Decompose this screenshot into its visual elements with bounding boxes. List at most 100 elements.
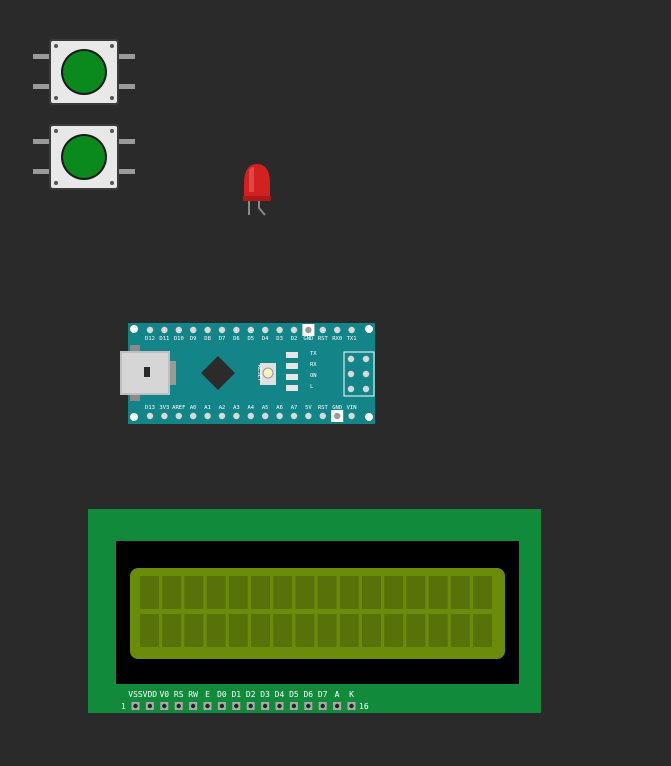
svg-text:D8: D8 — [204, 336, 211, 342]
svg-text:D6: D6 — [303, 690, 313, 699]
pin-vin[interactable]: VIN — [347, 405, 357, 420]
lcd-cell — [295, 576, 315, 609]
pin-rx0[interactable]: RX0 — [332, 326, 342, 342]
icsp-pin[interactable] — [347, 370, 355, 378]
pin-d9[interactable]: D9 — [190, 326, 197, 342]
svg-text:VIN: VIN — [347, 405, 357, 411]
pin-d3[interactable]: D3 — [276, 326, 283, 342]
svg-text:A3: A3 — [233, 405, 240, 411]
pin-d2[interactable]: D2 — [291, 326, 298, 342]
lcd-cell — [206, 614, 226, 647]
pin-3v3[interactable]: 3V3 — [159, 405, 169, 420]
svg-text:D13: D13 — [145, 405, 155, 411]
pin-d8[interactable]: D8 — [204, 326, 211, 342]
lcd-pin-rw[interactable]: RW — [188, 690, 198, 710]
pin-d11[interactable]: D11 — [159, 326, 169, 342]
pin-a2[interactable]: A2 — [219, 405, 226, 420]
lcd-pin-d0[interactable]: D0 — [217, 690, 227, 710]
pin-d6[interactable]: D6 — [233, 326, 240, 342]
pin-a3[interactable]: A3 — [233, 405, 240, 420]
svg-text:VDD: VDD — [143, 690, 158, 699]
lcd-pin-vss[interactable]: VSS — [128, 690, 143, 710]
lcd-pin-d3[interactable]: D3 — [260, 690, 270, 710]
pushbutton-2[interactable] — [33, 123, 135, 191]
lcd-cell — [450, 576, 470, 609]
lcd-pin-d2[interactable]: D2 — [246, 690, 256, 710]
led-label-on: ON — [310, 373, 317, 379]
lcd-pin-last-number: 16 — [359, 702, 369, 711]
pin-a1[interactable]: A1 — [204, 405, 211, 420]
icsp-pin[interactable] — [362, 355, 370, 363]
lcd-cell — [295, 614, 315, 647]
svg-text:D2: D2 — [246, 690, 256, 699]
pin-5v[interactable]: 5V — [305, 405, 312, 420]
pin-d4[interactable]: D4 — [262, 326, 269, 342]
svg-text:TX1: TX1 — [347, 336, 357, 342]
pin-gnd[interactable]: GND — [331, 405, 344, 422]
lcd-pin-a[interactable]: A — [333, 690, 342, 710]
svg-text:RX0: RX0 — [332, 336, 342, 342]
svg-text:RST: RST — [318, 405, 329, 411]
svg-text:GND: GND — [303, 336, 313, 342]
lcd-cell — [162, 576, 182, 609]
icsp-header — [343, 351, 375, 397]
lcd-pin-rs[interactable]: RS — [174, 690, 184, 710]
lcd-cell — [339, 614, 359, 647]
pin-d10[interactable]: D10 — [174, 326, 184, 342]
lcd-pin-k[interactable]: K — [347, 690, 356, 710]
pin-aref[interactable]: AREF — [172, 405, 185, 420]
icsp-pin[interactable] — [347, 355, 355, 363]
pin-d12[interactable]: D12 — [145, 326, 155, 342]
pin-rst[interactable]: RST — [318, 405, 329, 420]
lcd-cell — [251, 576, 270, 609]
svg-text:V0: V0 — [159, 690, 169, 699]
lcd-cell — [362, 614, 381, 647]
svg-text:E: E — [205, 690, 210, 699]
lcd-pin-d4[interactable]: D4 — [275, 690, 285, 710]
svg-text:D5: D5 — [289, 690, 299, 699]
svg-text:K: K — [349, 690, 354, 699]
lcd-cell — [228, 614, 248, 647]
lcd-pin-d6[interactable]: D6 — [303, 690, 313, 710]
pin-d13[interactable]: D13 — [145, 405, 155, 420]
icsp-pin[interactable] — [362, 385, 370, 393]
svg-text:3V3: 3V3 — [159, 405, 169, 411]
lcd-cell — [251, 614, 270, 647]
led[interactable] — [240, 162, 274, 220]
lcd-cell — [473, 614, 492, 647]
led-label-l: L — [310, 384, 314, 390]
lcd-cell — [428, 576, 448, 609]
lcd-cell — [184, 614, 204, 647]
lcd-cell — [273, 576, 293, 609]
icsp-pin[interactable] — [347, 385, 355, 393]
pin-a6[interactable]: A6 — [276, 405, 283, 420]
pushbutton-1[interactable] — [33, 38, 135, 106]
lcd-pin-d7[interactable]: D7 — [318, 690, 328, 710]
icsp-pin[interactable] — [362, 370, 370, 378]
lcd-cell — [162, 614, 182, 647]
pin-a0[interactable]: A0 — [190, 405, 197, 420]
lcd-cell — [273, 614, 293, 647]
pin-d7[interactable]: D7 — [219, 326, 226, 342]
svg-text:D4: D4 — [262, 336, 269, 342]
svg-text:D6: D6 — [233, 336, 240, 342]
led-label-rx: RX — [310, 362, 317, 368]
lcd-pin-v0[interactable]: V0 — [159, 690, 169, 710]
lcd-pin-e[interactable]: E — [203, 690, 212, 710]
pin-rst[interactable]: RST — [318, 326, 329, 342]
pin-a7[interactable]: A7 — [291, 405, 298, 420]
lcd-pin-vdd[interactable]: VDD — [143, 690, 158, 710]
svg-text:D4: D4 — [275, 690, 285, 699]
lcd-pin-d5[interactable]: D5 — [289, 690, 299, 710]
pin-a5[interactable]: A5 — [262, 405, 269, 420]
svg-text:D7: D7 — [219, 336, 226, 342]
pin-d5[interactable]: D5 — [247, 326, 254, 342]
lcd-pin-d1[interactable]: D1 — [231, 690, 241, 710]
svg-text:D3: D3 — [276, 336, 283, 342]
pin-tx1[interactable]: TX1 — [347, 326, 357, 342]
pin-a4[interactable]: A4 — [247, 405, 255, 420]
svg-text:AREF: AREF — [172, 405, 185, 411]
pin-gnd[interactable]: GND — [302, 324, 315, 342]
